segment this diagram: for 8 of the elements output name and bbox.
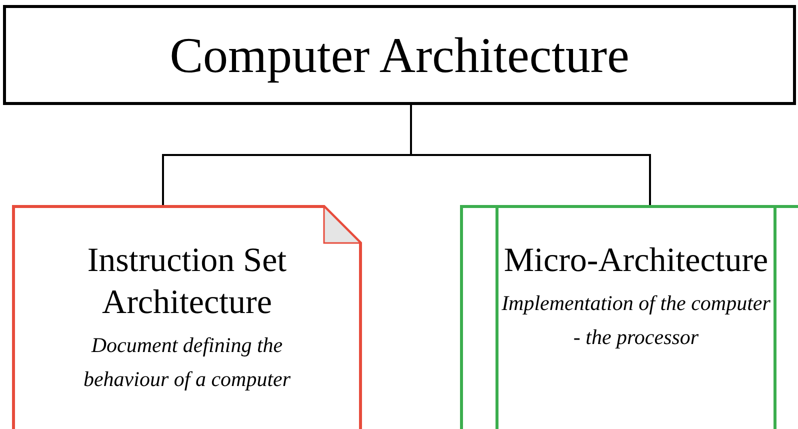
connector-line [410,105,651,205]
note-shape [12,205,362,429]
description-text: Implementation of the computer - the processor [501,290,771,351]
title-box [3,5,796,105]
heading-text: Micro-Architecture [502,241,770,281]
heading-text: Instruction Set Architecture [86,241,288,323]
process-shape [460,205,798,429]
description-text: Document defining the behaviour of a computer [82,332,292,393]
